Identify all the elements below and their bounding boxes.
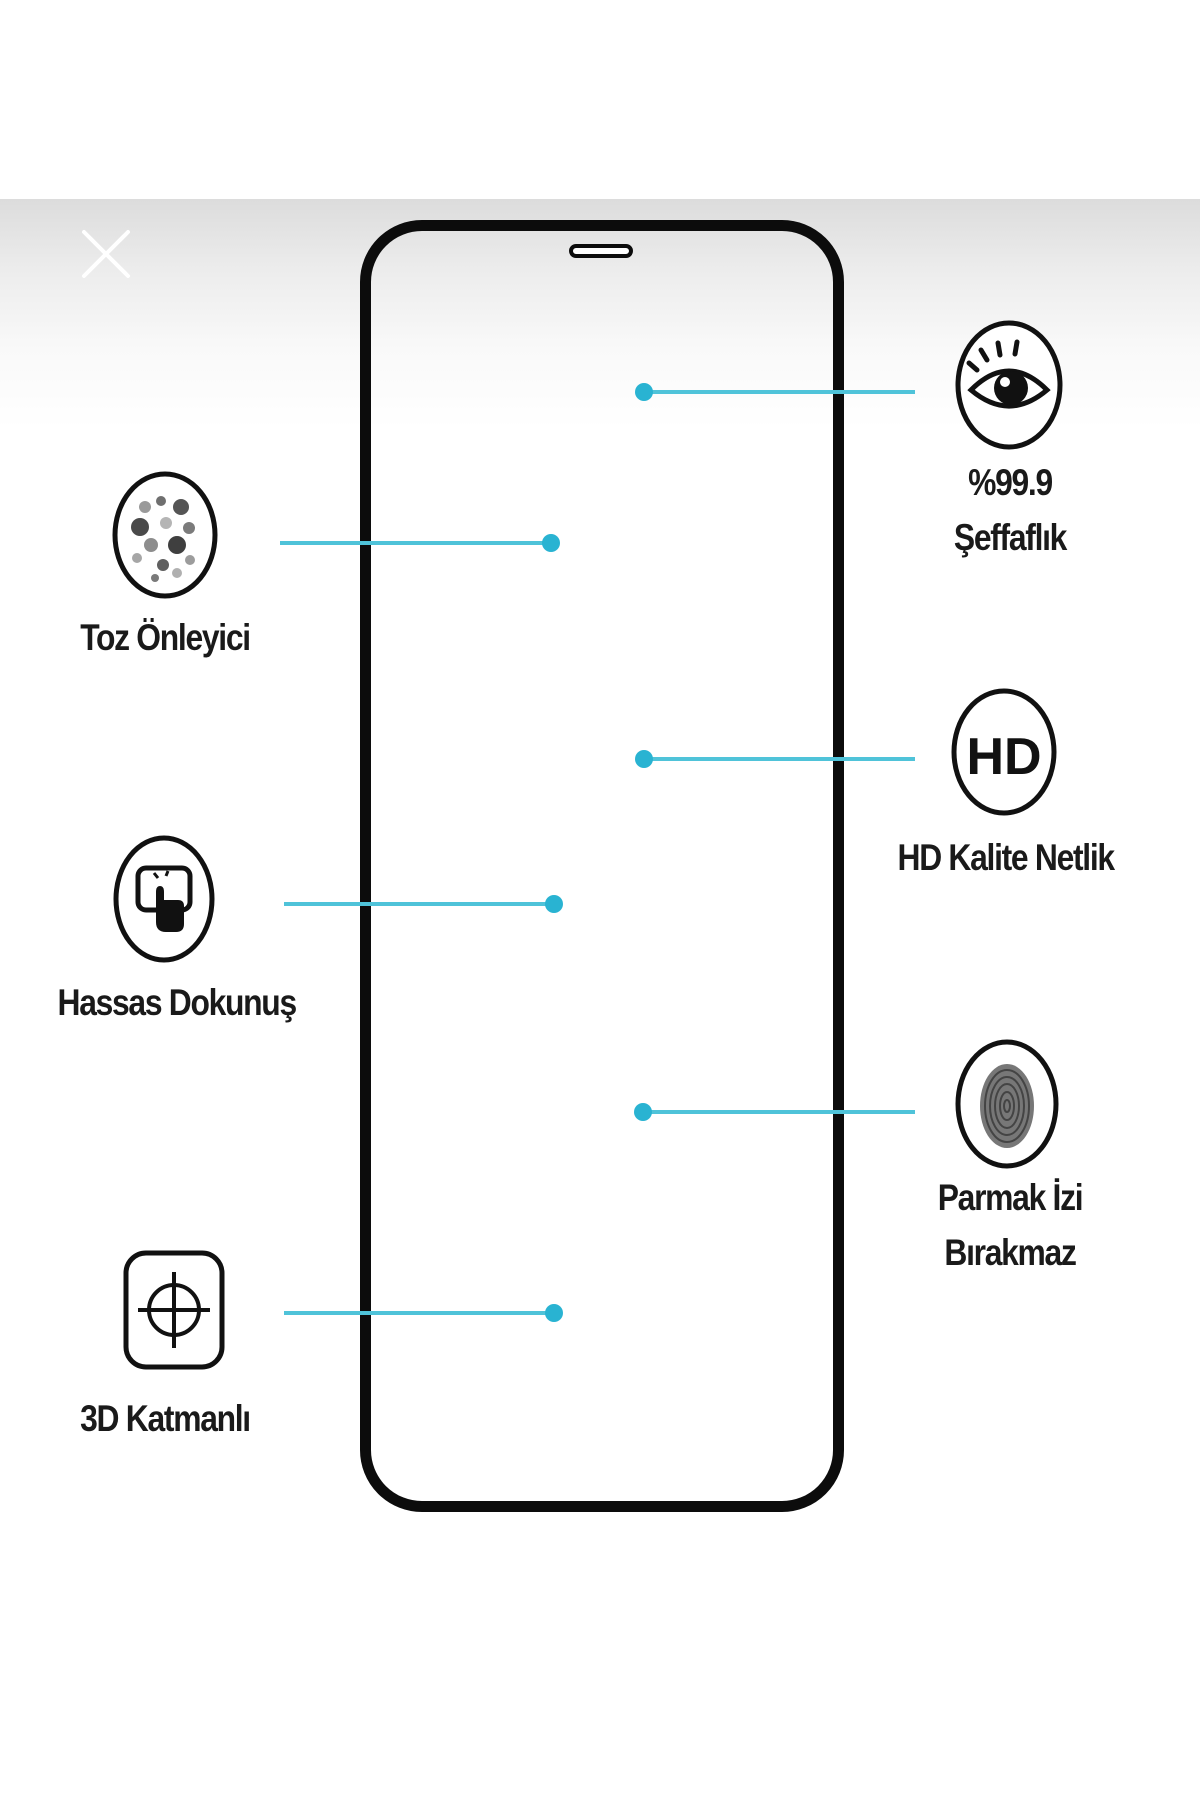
connector-dot bbox=[635, 383, 653, 401]
connector-dot bbox=[545, 895, 563, 913]
connector-line bbox=[640, 390, 915, 394]
feature-label-fingerprint-line2: Bırakmaz bbox=[944, 1232, 1076, 1273]
close-icon bbox=[82, 230, 130, 278]
feature-label-3d: 3D Katmanlı bbox=[80, 1398, 251, 1439]
feature-label-dust: Toz Önleyici bbox=[80, 617, 251, 658]
close-button[interactable] bbox=[70, 218, 140, 288]
connector-dot bbox=[634, 1103, 652, 1121]
dust-particles-icon bbox=[111, 470, 219, 600]
feature-label-transparency: Şeffaflık bbox=[953, 517, 1067, 558]
crosshair-icon bbox=[123, 1250, 225, 1370]
connector-dot bbox=[545, 1304, 563, 1322]
connector-dot bbox=[635, 750, 653, 768]
connector-line bbox=[284, 1311, 554, 1315]
phone-outline bbox=[360, 220, 844, 1512]
feature-label-transparency-percent: %99.9 bbox=[968, 462, 1053, 503]
connector-line bbox=[640, 757, 915, 761]
feature-label-touch: Hassas Dokunuş bbox=[57, 982, 298, 1023]
phone-speaker bbox=[569, 244, 633, 258]
touch-screen-icon bbox=[112, 834, 216, 964]
feature-label-hd: HD Kalite Netlik bbox=[897, 837, 1116, 878]
connector-line bbox=[284, 902, 554, 906]
hd-icon: HD bbox=[950, 686, 1058, 818]
eye-icon bbox=[953, 318, 1065, 452]
connector-line bbox=[280, 541, 552, 545]
feature-label-fingerprint-line1: Parmak İzi bbox=[937, 1177, 1084, 1218]
connector-line bbox=[640, 1110, 915, 1114]
fingerprint-icon bbox=[954, 1038, 1060, 1170]
connector-dot bbox=[542, 534, 560, 552]
hd-icon-text: HD bbox=[966, 728, 1041, 786]
